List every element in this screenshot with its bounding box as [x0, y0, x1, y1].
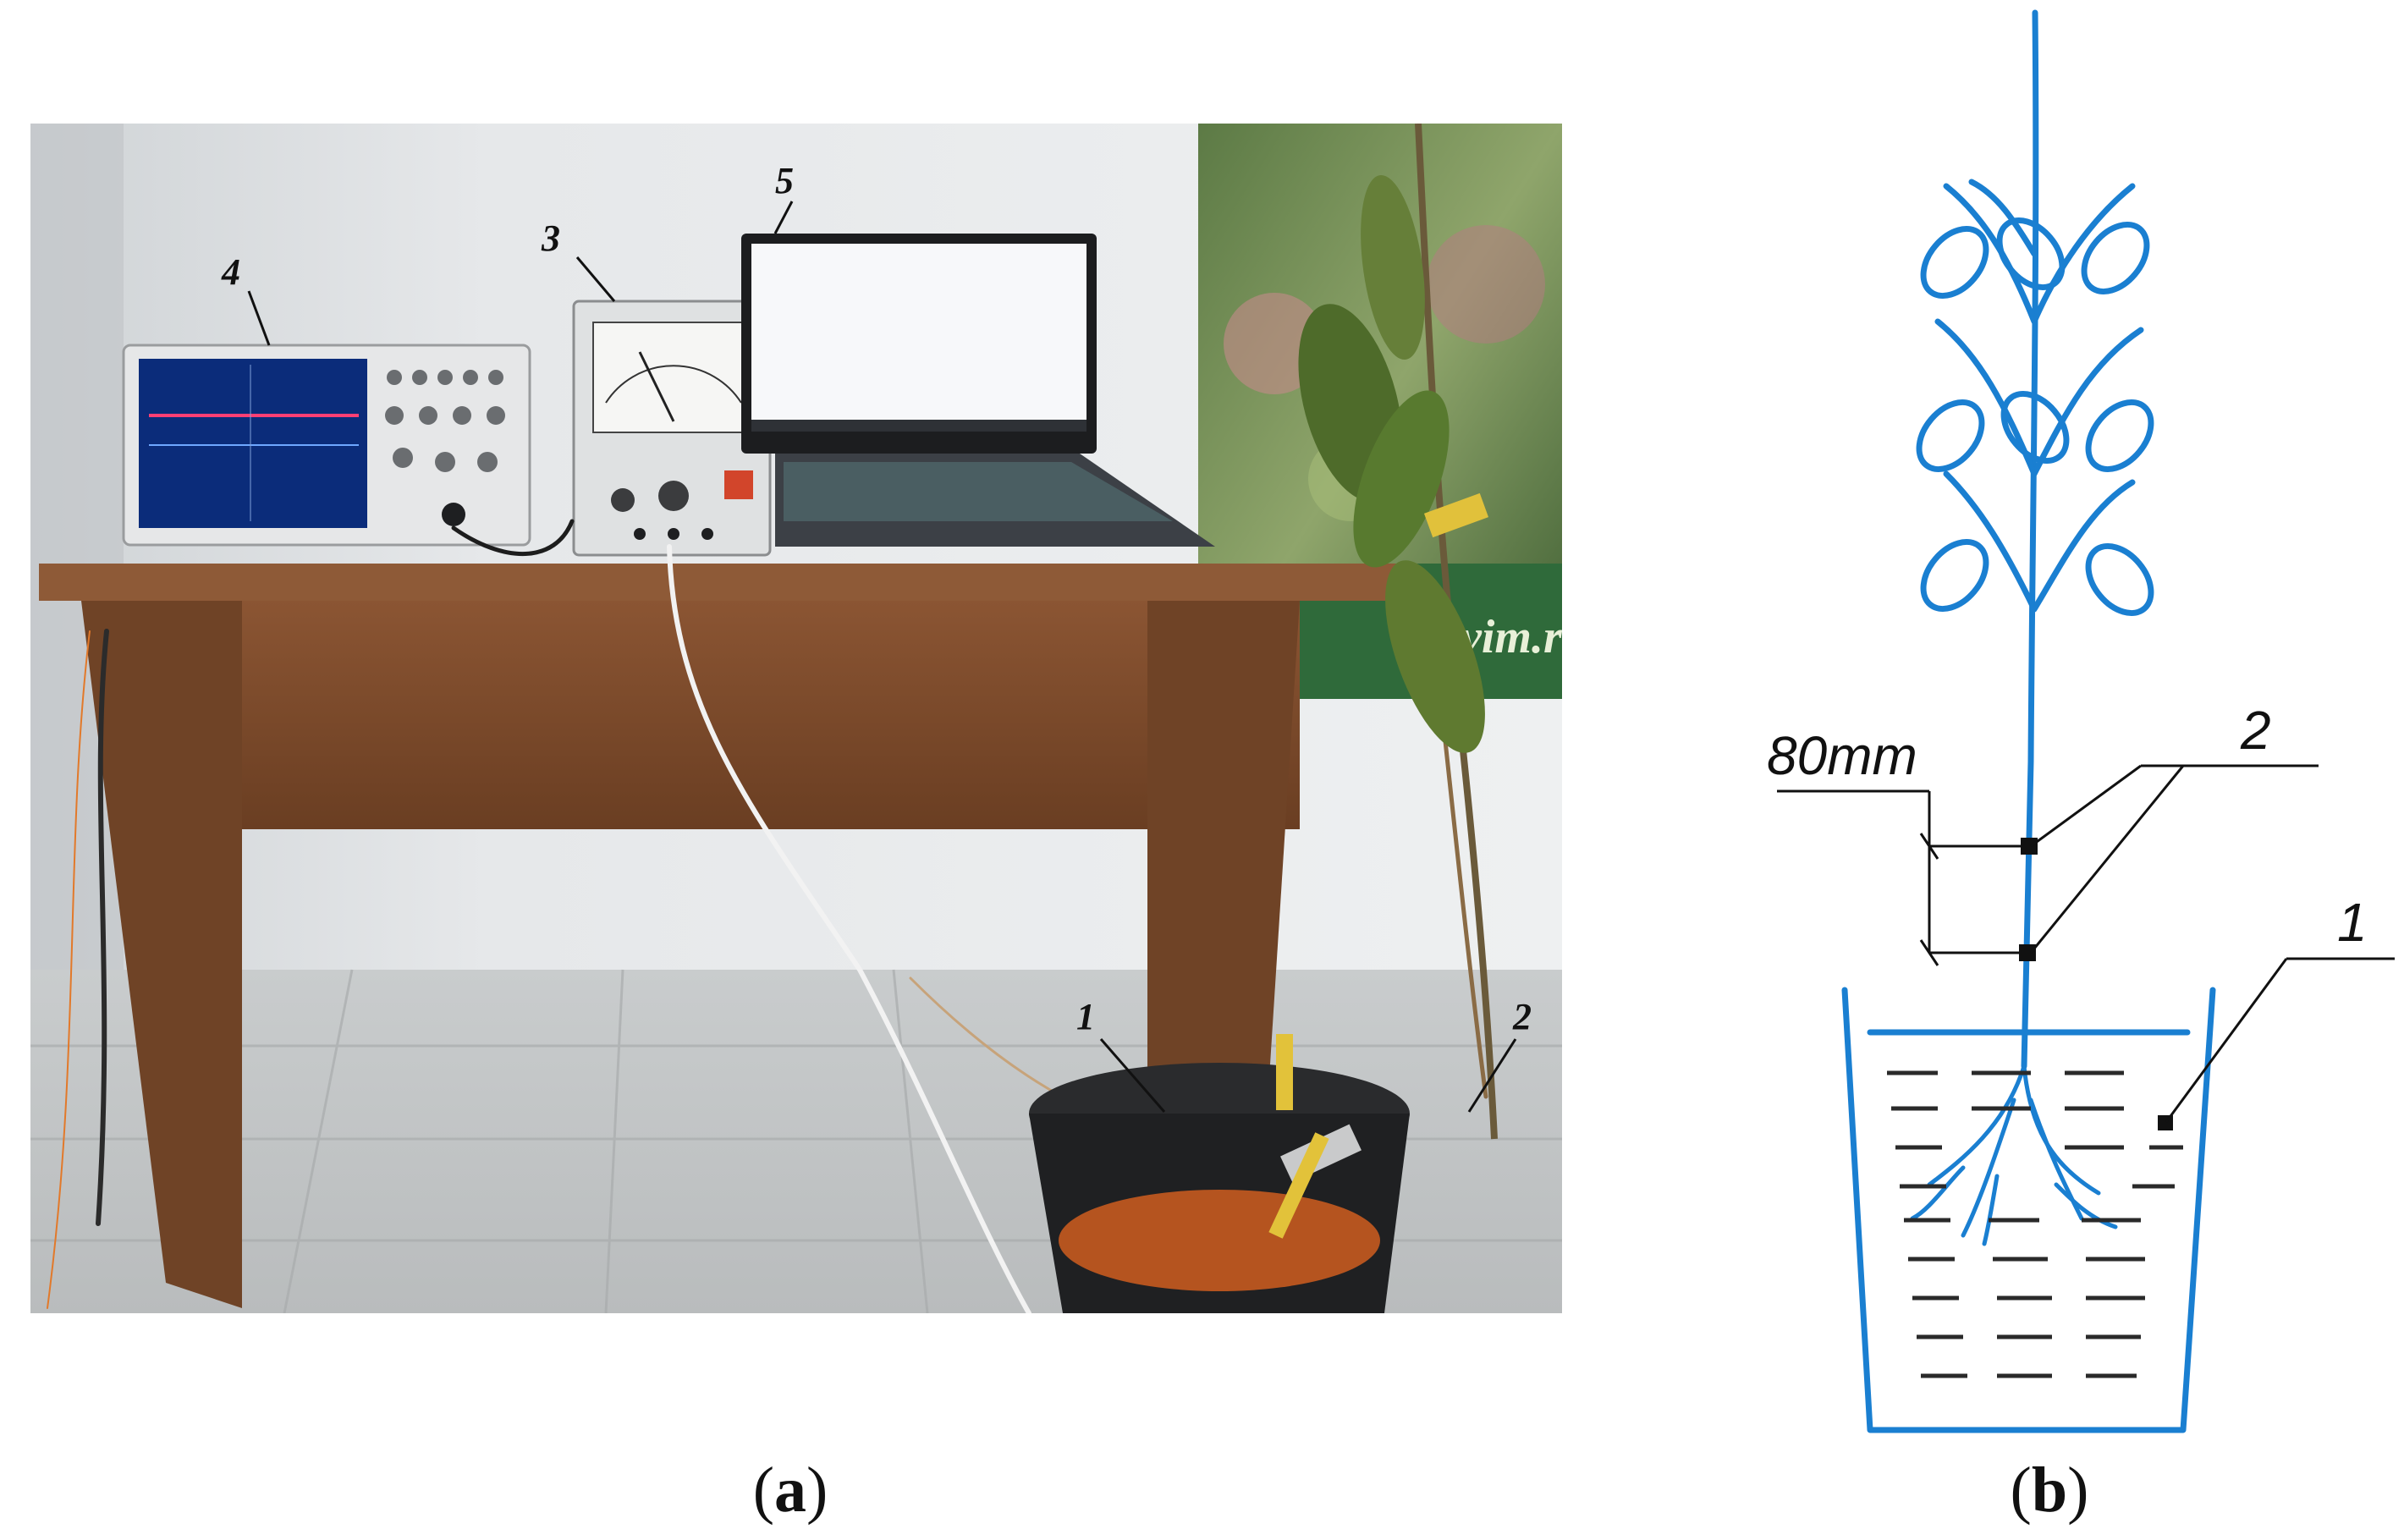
caption-a: (a)	[752, 1455, 828, 1526]
callout-2: 2	[1512, 996, 1532, 1037]
caption-b: (b)	[2010, 1455, 2089, 1526]
bucket	[1029, 1034, 1410, 1313]
photo-panel-a: vim.r	[30, 123, 1563, 1316]
callout-5: 5	[775, 160, 794, 201]
dimension-annotation	[1777, 789, 2027, 966]
callout-4: 4	[221, 251, 240, 293]
liquid	[1059, 1190, 1380, 1291]
callout-b-2: 2	[2240, 700, 2271, 761]
water-level-dashes	[1887, 1070, 2183, 1378]
photo-scene: vim.r	[30, 123, 1563, 1316]
desk-modesty-panel	[242, 601, 1300, 829]
oscilloscope	[122, 344, 531, 547]
schematic-panel-b: 80mm 2 1	[1659, 0, 2403, 1455]
callout-b-1: 1	[2337, 892, 2368, 953]
schematic-drawing: 80mm 2 1	[1767, 9, 2395, 1433]
callouts-a: 1 2 3 4 5	[221, 160, 1532, 1113]
plant-stem	[2021, 9, 2039, 1070]
electrode-upper	[2021, 838, 2038, 855]
desk-left-leg	[81, 601, 242, 1308]
laptop	[741, 234, 1215, 547]
dimension-label: 80mm	[1767, 725, 1917, 786]
desk-top	[39, 564, 1401, 601]
roots	[1910, 1064, 2118, 1246]
pot	[1841, 987, 2216, 1433]
desk-right-leg	[1147, 601, 1300, 1130]
poster-text: vim.r	[1461, 611, 1562, 663]
caption-a-letter: a	[774, 1455, 806, 1526]
leaf-loops	[1916, 217, 2154, 616]
plant-seedling	[1298, 123, 1498, 1140]
callout-1-leader	[2165, 957, 2395, 1123]
callout-1: 1	[1076, 996, 1095, 1037]
signal-generator	[572, 300, 772, 557]
callout-2-leader	[2029, 764, 2319, 954]
caption-b-letter: b	[2031, 1455, 2068, 1526]
callout-3: 3	[541, 217, 560, 259]
